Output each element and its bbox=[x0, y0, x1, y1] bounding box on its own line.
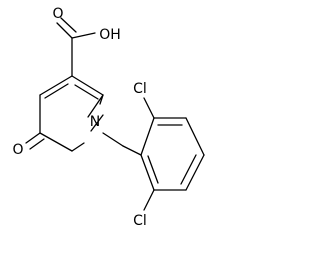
bond-n-c6 bbox=[90, 114, 104, 132]
pyridinone-ring bbox=[39, 75, 104, 152]
atom-label-o-carboxyl: O bbox=[52, 6, 63, 22]
bond-c-o-double-2 bbox=[60, 17, 77, 33]
bond-n1-c-left bbox=[87, 94, 104, 118]
bond-ph4-ph5-inner bbox=[180, 154, 197, 185]
benzyl-linker bbox=[102, 132, 142, 156]
atom-label-o-carbonyl: O bbox=[12, 142, 23, 158]
atom-label-cl-top: Cl bbox=[133, 81, 147, 97]
bond-ph6-ph1 bbox=[140, 154, 155, 191]
dichlorophenyl-ring bbox=[140, 97, 205, 211]
bond-c2-c3 bbox=[71, 75, 104, 96]
bond-c-o-carbonyl-2 bbox=[29, 138, 45, 150]
bond-c6-n1 bbox=[71, 142, 85, 152]
bond-c-oh bbox=[71, 32, 96, 39]
bond-c-o-carbonyl-1 bbox=[25, 132, 41, 144]
bond-c5-c6 bbox=[39, 132, 73, 152]
atom-label-cl-bottom: Cl bbox=[133, 213, 147, 229]
carbonyl-group bbox=[25, 132, 45, 150]
bond-n-ch2 bbox=[102, 132, 124, 147]
structure-diagram: O OH N O Cl Cl bbox=[12, 6, 205, 229]
atom-label-oh: OH bbox=[99, 27, 121, 43]
atom-label-n: N bbox=[90, 114, 100, 130]
bond-c3-c4 bbox=[39, 75, 73, 96]
bond-ph4-ph5 bbox=[185, 154, 205, 191]
bond-ph3-ph4 bbox=[185, 117, 205, 156]
carboxylic-acid-group bbox=[56, 17, 96, 77]
bond-c-o-double-1 bbox=[56, 22, 73, 39]
bond-ph1-ph2 bbox=[140, 117, 155, 156]
bond-c3-c4-inner bbox=[44, 83, 69, 99]
bond-ph2-cl bbox=[143, 97, 155, 119]
bond-c2-c3-inner bbox=[74, 84, 99, 100]
ring-core bbox=[90, 114, 104, 132]
bond-ch2-phenyl bbox=[122, 145, 142, 156]
bond-ph6-cl bbox=[143, 189, 155, 211]
bond-ph6-ph1-inner bbox=[147, 155, 159, 184]
